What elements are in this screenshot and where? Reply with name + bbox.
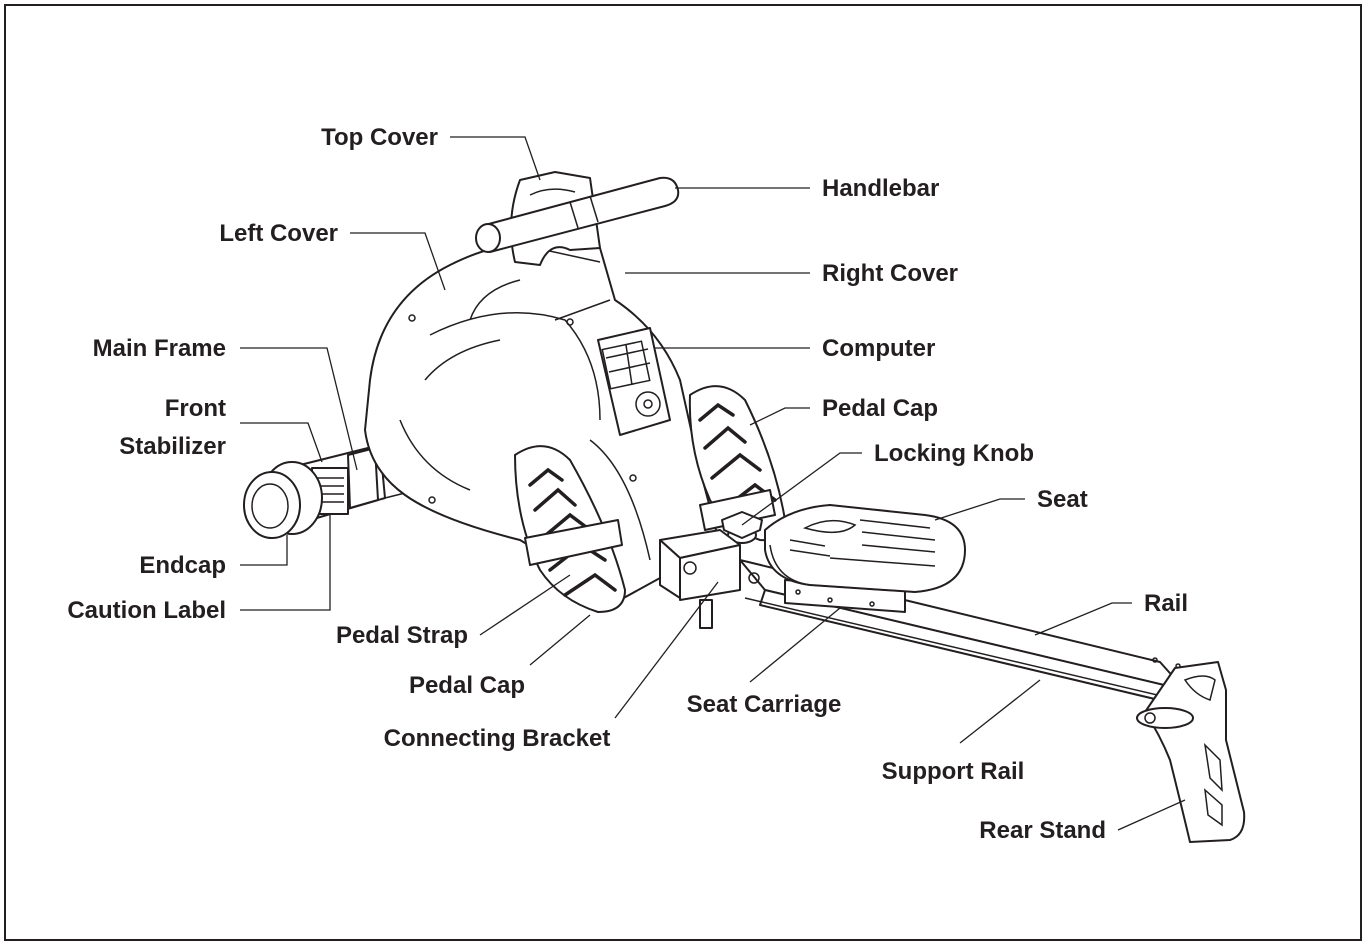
leader-pedal-cap-left <box>529 614 591 666</box>
label-main-frame: Main Frame <box>93 335 226 362</box>
label-support-rail: Support Rail <box>882 758 1025 785</box>
leader-rear-stand <box>1117 799 1186 831</box>
diagram-frame <box>4 4 1362 941</box>
label-caution-label: Caution Label <box>67 597 226 624</box>
label-front-stabilizer-line2: Stabilizer <box>119 433 226 460</box>
leader-seat <box>934 498 1025 521</box>
part-labels: Top Cover Handlebar Left Cover Right Cov… <box>67 124 1188 844</box>
leader-locking-knob <box>741 452 862 526</box>
label-pedal-strap: Pedal Strap <box>336 622 468 649</box>
label-locking-knob: Locking Knob <box>874 440 1034 467</box>
label-rear-stand: Rear Stand <box>979 817 1106 844</box>
leader-endcap <box>240 535 288 566</box>
leader-connecting-bracket <box>614 581 719 719</box>
leader-seat-carriage <box>749 607 841 683</box>
computer-part <box>597 327 671 436</box>
label-endcap: Endcap <box>139 552 226 579</box>
label-pedal-cap-right: Pedal Cap <box>822 395 938 422</box>
seat-part <box>764 504 966 593</box>
leader-pedal-strap <box>479 574 571 636</box>
endcap-part <box>243 461 323 539</box>
label-pedal-cap-left: Pedal Cap <box>409 672 525 699</box>
rowing-machine-illustration <box>243 171 1246 843</box>
label-front-stabilizer-line1: Front <box>165 395 226 422</box>
label-seat: Seat <box>1037 486 1088 513</box>
leader-main-frame <box>240 347 358 471</box>
label-handlebar: Handlebar <box>822 175 939 202</box>
leader-pedal-cap-right <box>749 407 810 426</box>
leader-left-cover <box>350 232 446 291</box>
label-computer: Computer <box>822 335 935 362</box>
leader-rail <box>1034 602 1132 636</box>
label-left-cover: Left Cover <box>219 220 338 247</box>
label-right-cover: Right Cover <box>822 260 958 287</box>
leader-top-cover <box>450 136 541 181</box>
label-rail: Rail <box>1144 590 1188 617</box>
left-pedal-part <box>514 445 626 613</box>
connecting-bracket-part <box>659 529 760 629</box>
leader-caution-label <box>240 515 331 611</box>
leader-front-stabilizer <box>240 422 323 463</box>
label-seat-carriage: Seat Carriage <box>687 691 842 718</box>
leader-lines <box>240 136 1186 831</box>
handlebar-part <box>475 176 680 253</box>
leader-support-rail <box>959 679 1041 744</box>
rear-stand-part <box>1136 661 1246 843</box>
label-top-cover: Top Cover <box>321 124 438 151</box>
label-connecting-bracket: Connecting Bracket <box>384 725 611 752</box>
